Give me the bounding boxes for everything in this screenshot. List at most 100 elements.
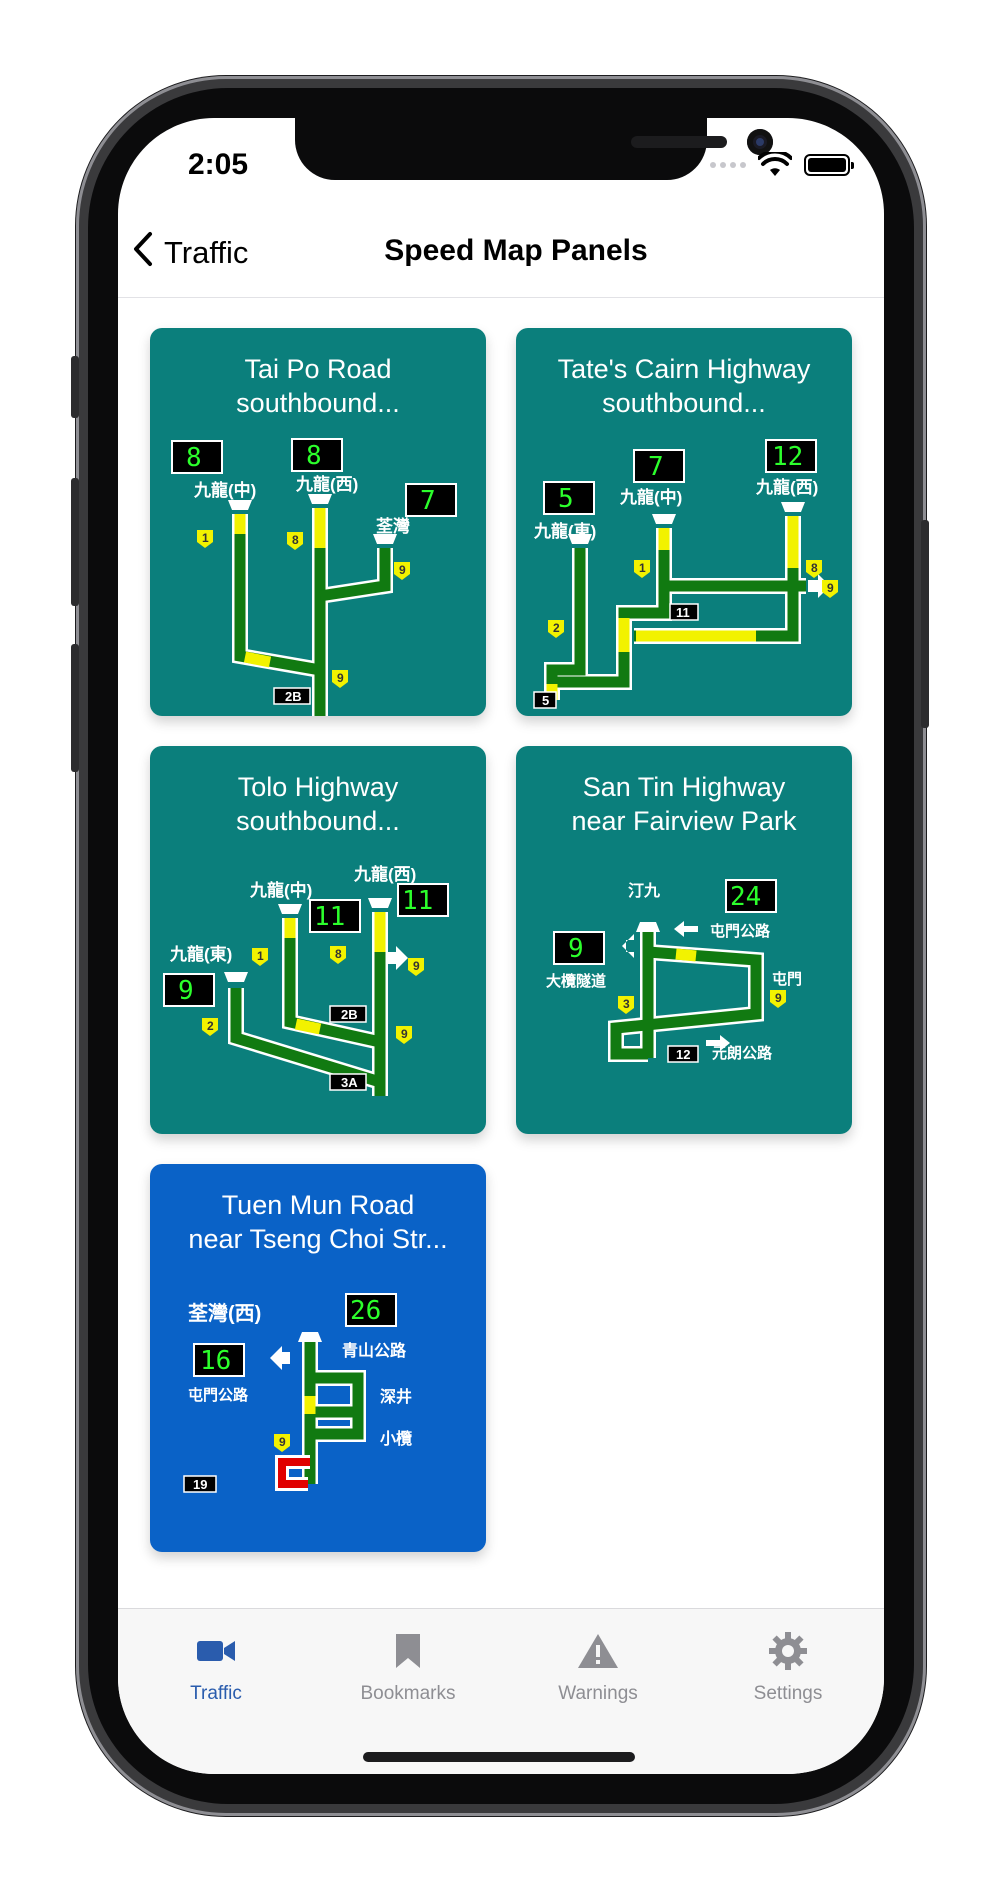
svg-text:小欖: 小欖 xyxy=(380,1429,412,1448)
svg-text:汀九: 汀九 xyxy=(628,882,660,900)
speed-map-diagram: 16 26 荃灣(西) 青山公路 屯門公路 深井 小欖 9 xyxy=(183,1293,412,1493)
travel-time-box: 24 xyxy=(725,879,777,913)
speed-map-diagram: 8 8 7 九龍(中) 九龍(西) 荃灣 1 8 xyxy=(171,438,457,716)
panel-title-line2: southbound... xyxy=(602,388,766,418)
power-button xyxy=(921,520,929,728)
svg-text:9: 9 xyxy=(827,581,834,595)
travel-time-box: 8 xyxy=(291,438,343,472)
panel-title: San Tin Highway near Fairview Park xyxy=(526,770,842,838)
panel-title-line2: southbound... xyxy=(236,806,400,836)
route-sign: 2B xyxy=(329,1005,367,1023)
svg-text:5: 5 xyxy=(558,484,574,514)
svg-text:8: 8 xyxy=(335,947,342,961)
svg-text:9: 9 xyxy=(178,976,194,1006)
svg-text:九龍(中): 九龍(中) xyxy=(619,487,682,507)
svg-text:2B: 2B xyxy=(285,689,302,704)
panel-card-tuen-mun-road[interactable]: Tuen Mun Road near Tseng Choi Str... 16 … xyxy=(150,1164,486,1552)
svg-text:9: 9 xyxy=(775,991,782,1005)
tab-traffic[interactable]: Traffic xyxy=(136,1629,296,1705)
panel-title-line1: Tuen Mun Road xyxy=(221,1190,415,1220)
svg-text:8: 8 xyxy=(292,533,299,547)
svg-text:九龍(西): 九龍(西) xyxy=(755,477,818,497)
tab-warnings[interactable]: Warnings xyxy=(518,1629,678,1705)
screen: 2:05 Traffic Speed Map Panels Tai Po Roa… xyxy=(118,118,884,1774)
panel-title: Tuen Mun Road near Tseng Choi Str... xyxy=(160,1188,476,1256)
svg-text:19: 19 xyxy=(193,1477,207,1492)
earpiece-speaker xyxy=(631,136,727,148)
svg-text:1: 1 xyxy=(202,531,209,545)
svg-text:26: 26 xyxy=(350,1296,381,1326)
svg-text:大欖隧道: 大欖隧道 xyxy=(546,972,606,990)
travel-time-box: 5 xyxy=(543,481,595,515)
panel-title: Tolo Highway southbound... xyxy=(160,770,476,838)
tab-label: Bookmarks xyxy=(360,1683,456,1704)
route-sign: 11 xyxy=(669,603,699,621)
tab-bar: Traffic Bookmarks Warnings xyxy=(118,1608,884,1774)
warning-triangle-icon xyxy=(518,1629,678,1673)
back-button[interactable]: Traffic xyxy=(132,230,248,275)
route-sign: 12 xyxy=(667,1045,699,1063)
panel-title-line1: Tai Po Road xyxy=(244,354,392,384)
notch xyxy=(295,118,773,180)
svg-text:3A: 3A xyxy=(341,1075,358,1090)
travel-time-box: 8 xyxy=(171,440,223,474)
svg-text:2B: 2B xyxy=(341,1007,358,1022)
travel-time-box: 11 xyxy=(397,883,449,917)
panel-title-line2: near Fairview Park xyxy=(571,806,797,836)
travel-time-box: 9 xyxy=(553,931,605,965)
svg-text:9: 9 xyxy=(401,1027,408,1041)
travel-time-box: 7 xyxy=(633,449,685,483)
svg-text:7: 7 xyxy=(648,452,664,482)
panel-card-tates-cairn-highway[interactable]: Tate's Cairn Highway southbound... 5 7 1… xyxy=(516,328,852,716)
svg-text:12: 12 xyxy=(772,442,803,472)
speed-map-diagram: 5 7 12 九龍(東) 九龍(中) 九龍(西) xyxy=(533,439,838,709)
panel-title-line2: southbound... xyxy=(236,388,400,418)
svg-text:屯門公路: 屯門公路 xyxy=(188,1386,249,1404)
volume-down-button xyxy=(71,644,79,772)
svg-text:九龍(東): 九龍(東) xyxy=(169,944,232,964)
svg-text:8: 8 xyxy=(811,561,818,575)
svg-text:9: 9 xyxy=(279,1435,286,1449)
bookmark-icon xyxy=(328,1629,488,1673)
navigation-bar xyxy=(118,218,884,298)
cellular-signal-icon xyxy=(710,162,746,168)
volume-up-button xyxy=(71,478,79,606)
silent-switch xyxy=(71,356,79,418)
panel-card-san-tin-highway[interactable]: San Tin Highway near Fairview Park 9 24 … xyxy=(516,746,852,1134)
svg-text:青山公路: 青山公路 xyxy=(342,1341,407,1360)
speed-map-diagram: 9 24 汀九 大欖隧道 屯門公路 屯門 元朗公路 3 9 12 xyxy=(546,879,802,1063)
chevron-left-icon xyxy=(132,230,154,275)
svg-text:11: 11 xyxy=(676,605,690,620)
svg-text:7: 7 xyxy=(420,486,436,516)
svg-text:荃灣(西): 荃灣(西) xyxy=(188,1301,261,1325)
panel-title: Tai Po Road southbound... xyxy=(160,352,476,420)
place-label: 荃灣 xyxy=(376,516,410,536)
status-icons xyxy=(710,152,854,178)
svg-text:屯門: 屯門 xyxy=(772,970,802,988)
back-label: Traffic xyxy=(164,234,249,270)
svg-text:3: 3 xyxy=(623,997,630,1011)
svg-text:九龍(西): 九龍(西) xyxy=(353,864,416,884)
tab-bookmarks[interactable]: Bookmarks xyxy=(328,1629,488,1705)
svg-text:9: 9 xyxy=(413,959,420,973)
svg-text:11: 11 xyxy=(402,886,433,916)
panel-card-tai-po-road[interactable]: Tai Po Road southbound... 8 8 7 九龍(中) 九龍… xyxy=(150,328,486,716)
svg-text:元朗公路: 元朗公路 xyxy=(712,1044,773,1062)
svg-text:深井: 深井 xyxy=(380,1387,412,1406)
speed-map-diagram: 9 11 11 九龍(東) 九龍(中) 九龍(西) 1 8 xyxy=(163,864,449,1096)
place-label: 九龍(西) xyxy=(295,474,358,494)
svg-text:9: 9 xyxy=(399,563,406,577)
panel-card-tolo-highway[interactable]: Tolo Highway southbound... 9 11 11 九龍(東)… xyxy=(150,746,486,1134)
gear-icon xyxy=(708,1629,868,1673)
place-label: 九龍(中) xyxy=(193,480,256,500)
svg-text:9: 9 xyxy=(337,671,344,685)
route-sign: 5 xyxy=(533,691,557,709)
route-sign: 3A xyxy=(329,1073,367,1091)
tab-settings[interactable]: Settings xyxy=(708,1629,868,1705)
travel-time-box: 7 xyxy=(405,483,457,517)
svg-text:2: 2 xyxy=(553,621,560,635)
svg-text:24: 24 xyxy=(730,882,761,912)
svg-text:12: 12 xyxy=(676,1047,690,1062)
panel-title-line1: Tolo Highway xyxy=(237,772,399,802)
svg-text:9: 9 xyxy=(568,934,584,964)
